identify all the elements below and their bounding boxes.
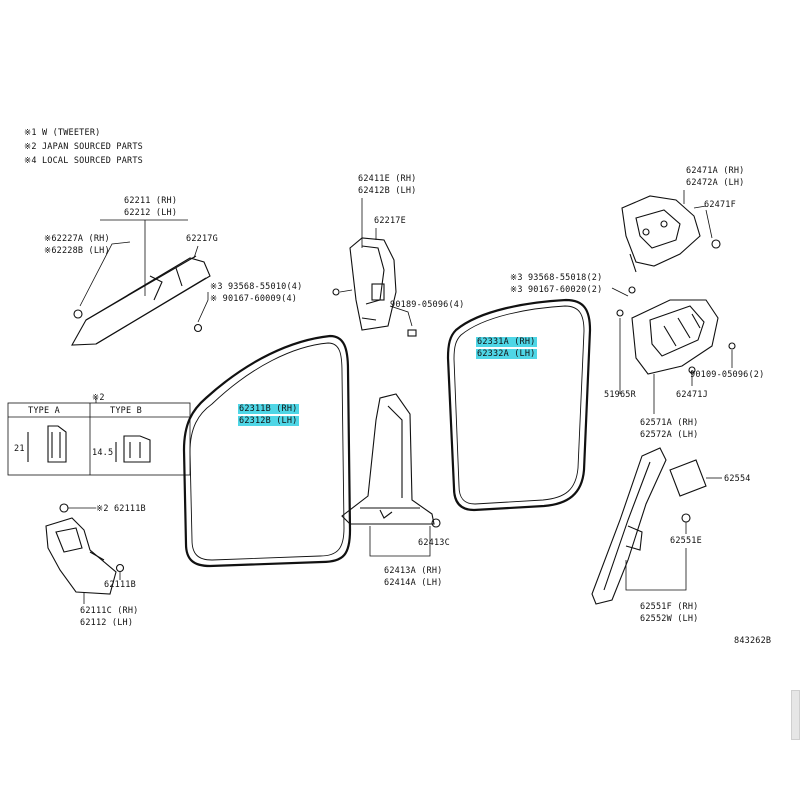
center-lower-clip-icon bbox=[431, 518, 441, 528]
rear-lower-pillar bbox=[591, 447, 667, 605]
front-pillar-trim bbox=[71, 255, 211, 346]
front-seal-label-lh: 62312B (LH) bbox=[238, 416, 299, 426]
quarter-nut-icon bbox=[728, 342, 736, 350]
kick-panel-label-lh: 62112 (LH) bbox=[80, 618, 134, 628]
center-upper-label-lh: 62412B (LH) bbox=[358, 186, 417, 196]
type-b-label: TYPE B bbox=[110, 406, 142, 416]
rear-lower-clip-icon bbox=[681, 513, 691, 523]
quarter-screw-icon bbox=[628, 286, 636, 294]
type-box-header: ※2 bbox=[92, 393, 105, 403]
kick-clip2-label: 62111B bbox=[104, 580, 136, 590]
center-clip-label: 62217E bbox=[374, 216, 406, 226]
center-pillar-upper-trim bbox=[349, 237, 397, 331]
screw-front-label-2: ※ 90167-60009(4) bbox=[210, 294, 298, 304]
quarter-clip2-icon bbox=[688, 366, 696, 374]
kick-clip-icon bbox=[59, 503, 69, 513]
center-screw-label: 90189-05096(4) bbox=[390, 300, 465, 310]
quarter-upper-label-rh: 62471A (RH) bbox=[686, 166, 745, 176]
center-lower-label-lh: 62414A (LH) bbox=[384, 578, 443, 588]
center-screw-icon bbox=[332, 288, 340, 296]
qclip-label: 51965R bbox=[604, 390, 636, 400]
front-clip-label-rh: ※62227A (RH) bbox=[44, 234, 110, 244]
rear-lower-cover-label: 62554 bbox=[724, 474, 751, 484]
kick-panel-label-rh: 62111C (RH) bbox=[80, 606, 139, 616]
scrollbar[interactable] bbox=[791, 690, 800, 740]
rear-lower-cover bbox=[669, 459, 707, 497]
front-clip-icon bbox=[73, 309, 83, 319]
front-pillar-label-lh: 62212 (LH) bbox=[124, 208, 178, 218]
center-upper-label-rh: 62411E (RH) bbox=[358, 174, 417, 184]
front-clip-label-lh: ※62228B (LH) bbox=[44, 246, 110, 256]
note-3: ※4 LOCAL SOURCED PARTS bbox=[24, 156, 143, 166]
rear-lower-label-lh: 62552W (LH) bbox=[640, 614, 699, 624]
quarter-clip-icon bbox=[711, 239, 721, 249]
note-2: ※2 JAPAN SOURCED PARTS bbox=[24, 142, 143, 152]
center-lower-clip-label: 62413C bbox=[418, 538, 450, 548]
kick-clip-label: ※2 62111B bbox=[96, 504, 146, 514]
quarter-upper-label-lh: 62472A (LH) bbox=[686, 178, 745, 188]
quarter-screw-label: 90109-05096(2) bbox=[690, 370, 765, 380]
quarter-upper-bracket bbox=[621, 195, 701, 273]
center-pillar-lower-trim bbox=[341, 393, 435, 525]
quarter-trim-label-rh: 62571A (RH) bbox=[640, 418, 699, 428]
kick-panel bbox=[45, 517, 117, 595]
quarter-trim-label-lh: 62572A (LH) bbox=[640, 430, 699, 440]
front-clip2-label: 62217G bbox=[186, 234, 218, 244]
kick-clip2-icon bbox=[115, 563, 125, 573]
rear-seal-label-lh: 62332A (LH) bbox=[476, 349, 537, 359]
type-a-dimension: 21 bbox=[14, 444, 25, 454]
front-door-seal bbox=[182, 334, 352, 568]
qclip2-label: 62471J bbox=[676, 390, 708, 400]
rear-lower-label-rh: 62551F (RH) bbox=[640, 602, 699, 612]
rear-seal-label-rh: 62331A (RH) bbox=[476, 337, 537, 347]
type-b-dimension: 14.5 bbox=[92, 448, 114, 458]
quarter-trim bbox=[631, 299, 719, 375]
front-pillar-label-rh: 62211 (RH) bbox=[124, 196, 178, 206]
rear-door-seal bbox=[446, 298, 592, 512]
type-box bbox=[7, 402, 191, 476]
screw-front-label-1: ※3 93568-55010(4) bbox=[210, 282, 303, 292]
screw-rear-label-1: ※3 93568-55018(2) bbox=[510, 273, 603, 283]
screw-rear-label-2: ※3 90167-60020(2) bbox=[510, 285, 603, 295]
diagram-number: 843262B bbox=[734, 636, 772, 646]
center-nut-icon bbox=[407, 329, 417, 337]
note-1: ※1 W (TWEETER) bbox=[24, 128, 101, 138]
front-seal-label-rh: 62311B (RH) bbox=[238, 404, 299, 414]
quarter-fastener-icon bbox=[616, 309, 624, 317]
quarter-clip-label: 62471F bbox=[704, 200, 736, 210]
front-screw-icon bbox=[193, 323, 203, 333]
rear-lower-clip-label: 62551E bbox=[670, 536, 702, 546]
type-a-label: TYPE A bbox=[28, 406, 60, 416]
center-lower-label-rh: 62413A (RH) bbox=[384, 566, 443, 576]
